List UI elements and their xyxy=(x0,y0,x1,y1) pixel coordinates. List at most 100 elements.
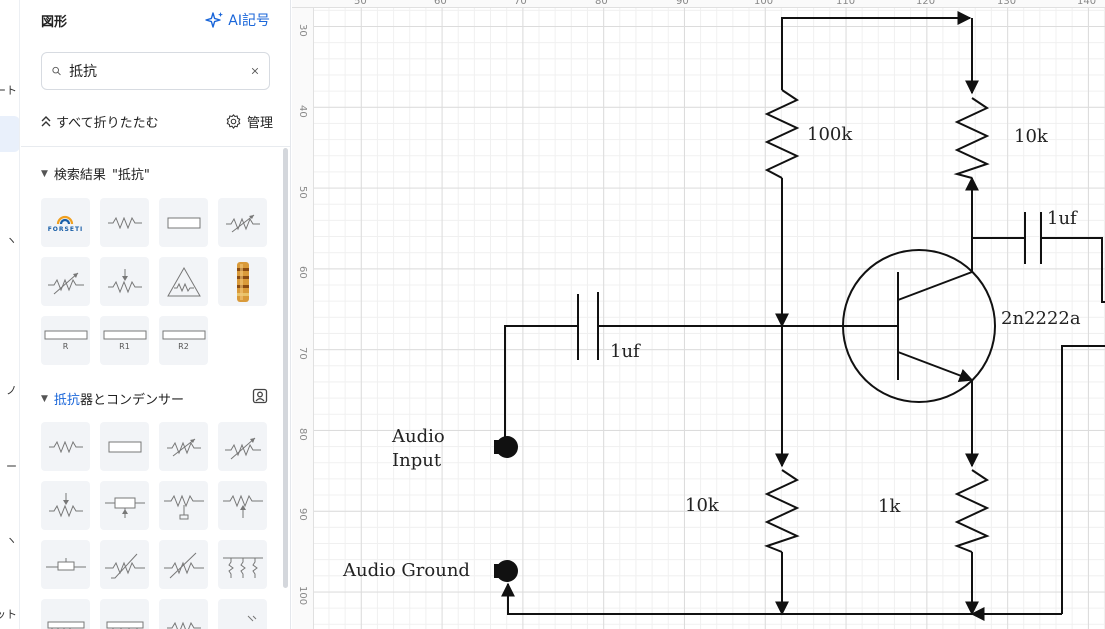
label-transistor[interactable]: 2n2222a xyxy=(1001,308,1081,329)
ruler-top-tick: 110 xyxy=(836,0,856,7)
label-10k-collector[interactable]: 10k xyxy=(1014,126,1048,147)
rail-item-2[interactable]: ヽ xyxy=(6,234,17,247)
lib-resistor-network-a[interactable] xyxy=(41,599,90,629)
lib-resistor-box[interactable] xyxy=(100,422,149,471)
rail-item-5[interactable]: ヽ xyxy=(6,534,17,547)
resistor-10k-collector[interactable] xyxy=(953,97,990,179)
resistor-photo-icon xyxy=(236,261,249,302)
sparkle-icon xyxy=(205,12,224,28)
shape-resistor-r1[interactable]: R1 xyxy=(100,316,149,365)
potentiometer-icon xyxy=(48,492,83,517)
resistor-zigzag-icon xyxy=(107,216,142,229)
shape-resistor-triangle[interactable] xyxy=(159,257,208,306)
lib-resistor-zigzag-small[interactable] xyxy=(159,599,208,629)
lib-multi-resistor[interactable] xyxy=(218,540,267,589)
label-audio-input[interactable]: Audio Input xyxy=(392,426,445,471)
resistor-1k-emitter[interactable] xyxy=(954,469,990,553)
double-chevron-up-icon xyxy=(41,115,51,126)
ruler-top-tick: 90 xyxy=(676,0,689,7)
variable-resistor-icon xyxy=(225,214,260,232)
lib-resistor-zigzag[interactable] xyxy=(41,422,90,471)
panel-toolbar: すべて折りたたむ 管理 xyxy=(41,112,273,131)
multi-resistor-icon xyxy=(222,557,263,578)
gear-icon xyxy=(226,114,241,129)
shape-variable-resistor[interactable] xyxy=(218,198,267,247)
label-100k[interactable]: 100k xyxy=(807,124,853,145)
lib-trimmer[interactable] xyxy=(159,481,208,530)
variable-resistor-alt-icon xyxy=(47,272,84,294)
circuit-diagram[interactable] xyxy=(292,0,1105,629)
resistor-network-icon xyxy=(47,621,84,629)
panel-divider xyxy=(21,146,290,147)
manage-button[interactable]: 管理 xyxy=(225,112,273,131)
photoresistor-icon xyxy=(247,615,256,621)
manage-label: 管理 xyxy=(246,116,273,131)
collapse-all-button[interactable]: すべて折りたたむ xyxy=(41,112,159,131)
resistor-10k-bias[interactable] xyxy=(764,469,800,553)
lib-variable-resistor[interactable] xyxy=(159,422,208,471)
search-input[interactable] xyxy=(69,63,244,79)
lib-thermistor[interactable] xyxy=(159,540,208,589)
lib-trimmer-2[interactable] xyxy=(218,481,267,530)
label-1uf-output[interactable]: 1uf xyxy=(1047,208,1077,229)
lib-photoresistor[interactable] xyxy=(218,599,267,629)
library-grid xyxy=(41,422,267,629)
rail-item-6[interactable]: ット xyxy=(0,608,17,621)
capacitor-1uf-input[interactable] xyxy=(504,292,668,440)
caret-down-icon: ▼ xyxy=(41,393,48,404)
left-nav-rail: ート ヽ ノ ー ヽ ット xyxy=(0,0,20,629)
shape-search-box[interactable] xyxy=(41,52,270,90)
thermistor-icon xyxy=(163,552,204,578)
shape-resistor-box[interactable] xyxy=(159,198,208,247)
rail-item-4[interactable]: ー xyxy=(6,460,17,473)
label-audio-ground[interactable]: Audio Ground xyxy=(343,560,470,581)
resistor-r-icon xyxy=(44,330,87,340)
forseti-logo-icon xyxy=(57,215,74,225)
search-results-prefix: 検索結果 xyxy=(53,168,106,183)
rail-item-3[interactable]: ノ xyxy=(6,384,17,397)
lib-potentiometer[interactable] xyxy=(41,481,90,530)
lib-resistor-network-b[interactable] xyxy=(100,599,149,629)
search-results-header[interactable]: ▼ 検索結果 "抵抗" xyxy=(41,164,150,183)
rail-item-1[interactable]: ート xyxy=(0,84,17,97)
label-10k-bias[interactable]: 10k xyxy=(685,495,719,516)
ai-symbol-label: AI記号 xyxy=(228,13,270,29)
lib-varistor[interactable] xyxy=(100,540,149,589)
resistor-zigzag-icon xyxy=(48,440,83,453)
ai-symbol-button[interactable]: AI記号 xyxy=(205,10,270,30)
shape-resistor-photo[interactable] xyxy=(218,257,267,306)
drawing-canvas[interactable]: 50 60 70 80 90 100 110 120 130 140 30 40… xyxy=(292,0,1105,629)
lib-potentiometer-box[interactable] xyxy=(100,481,149,530)
triangle-resistor-icon xyxy=(166,266,201,296)
variable-resistor-alt-icon xyxy=(224,437,261,459)
shape-potentiometer[interactable] xyxy=(100,257,149,306)
library-section-header[interactable]: ▼ 抵抗器とコンデンサー xyxy=(41,389,184,408)
clear-icon[interactable] xyxy=(251,64,259,78)
forseti-label: FORSETI xyxy=(47,226,84,233)
shape-resistor-r[interactable]: R xyxy=(41,316,90,365)
capacitor-1uf-output[interactable] xyxy=(1024,212,1105,303)
small-box-resistor-icon xyxy=(45,557,86,570)
wire-top-rail[interactable] xyxy=(781,11,972,90)
shape-resistor-r2[interactable]: R2 xyxy=(159,316,208,365)
collapse-all-label: すべて折りたたむ xyxy=(56,116,159,131)
lib-variable-resistor-2[interactable] xyxy=(218,422,267,471)
audio-input-terminal-tab xyxy=(494,440,502,454)
resistor-r-label: R xyxy=(62,342,69,351)
resistor-box-icon xyxy=(108,441,141,452)
shape-forseti-logo[interactable]: FORSETI xyxy=(41,198,90,247)
label-1uf-input[interactable]: 1uf xyxy=(610,341,640,362)
label-1k-emitter[interactable]: 1k xyxy=(878,496,901,517)
library-contact-icon[interactable] xyxy=(252,388,268,404)
panel-scrollbar[interactable] xyxy=(283,148,288,588)
lib-resistor-small-box[interactable] xyxy=(41,540,90,589)
wire-ground-rail[interactable] xyxy=(501,345,1105,621)
trimmer-icon xyxy=(163,494,204,519)
ruler-top: 50 60 70 80 90 100 110 120 130 140 xyxy=(292,0,1105,8)
resistor-100k[interactable] xyxy=(764,89,800,179)
shape-variable-resistor-2[interactable] xyxy=(41,257,90,306)
search-results-query: "抵抗" xyxy=(111,168,150,183)
shape-resistor-zigzag[interactable] xyxy=(100,198,149,247)
small-zigzag-icon xyxy=(166,621,201,629)
